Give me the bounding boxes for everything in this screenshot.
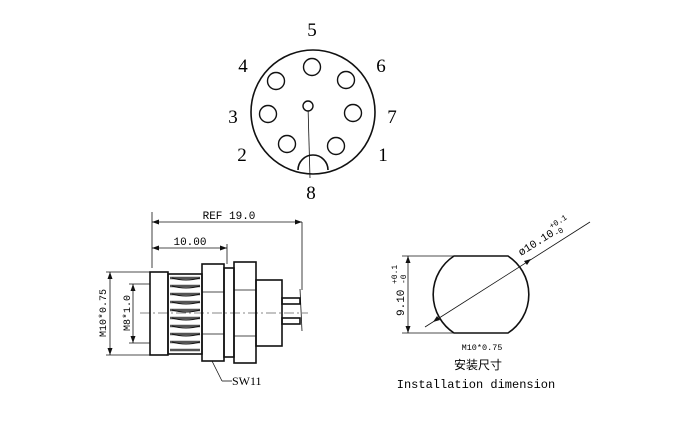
center-pin-leader [307,105,311,179]
pin-label-1: 1 [378,145,388,166]
pin-label-5: 5 [307,20,317,41]
thread-length-text: 10.00 [173,237,206,249]
panel-flange [233,261,257,364]
flat-tolerance-lower: -0 [400,274,409,284]
key-notch [297,154,329,171]
installation-title-en: Installation dimension [397,378,555,392]
flat-arrow-bottom [405,326,411,333]
diameter-arrow-upper [524,259,531,265]
pin-5 [302,57,322,77]
inner-thread-text: M8*1.0 [122,295,134,331]
pin-label-8: 8 [306,183,316,204]
pin-label-3: 3 [228,107,238,128]
front-face [149,271,169,356]
pin-8 [302,100,314,112]
pin-label-4: 4 [238,56,248,77]
hex-nut [201,263,225,362]
flat-arrow-top [405,256,411,263]
flat-tolerance-upper: +0.1 [391,265,400,284]
diameter-value: ø10.10 [517,228,557,259]
solder-pin-lower [281,317,301,325]
installation-cutout-view: 9.10 +0.1 -0 ø10.10 +0.1 -0 M10*0.75 安装尺… [391,213,591,392]
pin-1 [326,136,346,156]
pin-label-6: 6 [376,56,386,77]
installation-title-cn: 安装尺寸 [454,357,502,372]
ref-arrow-left [152,219,159,225]
diameter-label: ø10.10 +0.1 -0 [517,213,569,259]
outer-thread-arrow-top [107,272,113,279]
pin-layout-view: 5 4 6 3 7 2 1 8 [228,20,397,204]
pin-2 [277,134,297,154]
washer [223,267,235,358]
cutout-thread-text: M10*0.75 [462,343,503,353]
ref-arrow-right [295,219,302,225]
pin-4 [266,71,286,91]
cutout-outline [432,255,530,334]
side-view: REF 19.0 10.00 M10*0.75 M8*1.0 [98,211,308,388]
pin-tip-line [299,288,303,332]
outer-thread-arrow-bottom [107,348,113,355]
diameter-tolerance-lower: -0 [553,226,566,239]
thread-length-arrow-right [220,245,227,251]
pin-6 [336,70,356,90]
connector-face-outline [250,49,376,175]
inner-thread-arrow-bottom [130,336,136,343]
diameter-arrow-lower [433,316,440,322]
flat-dimension-label: 9.10 +0.1 -0 [391,265,409,316]
pin-7 [343,103,363,123]
pin-label-2: 2 [237,145,247,166]
wrench-leader [211,360,223,382]
thread-teeth [170,276,201,352]
pin-3 [258,104,278,124]
pin-label-7: 7 [387,107,397,128]
diameter-leader [424,221,591,328]
flat-value: 9.10 [396,290,408,316]
ref-dimension-text: REF 19.0 [203,211,256,223]
wrench-size-text: SW11 [232,374,262,388]
thread-length-arrow-left [152,245,159,251]
outer-thread-text: M10*0.75 [98,289,110,337]
solder-pin-upper [281,297,301,305]
inner-thread-arrow-top [130,284,136,291]
